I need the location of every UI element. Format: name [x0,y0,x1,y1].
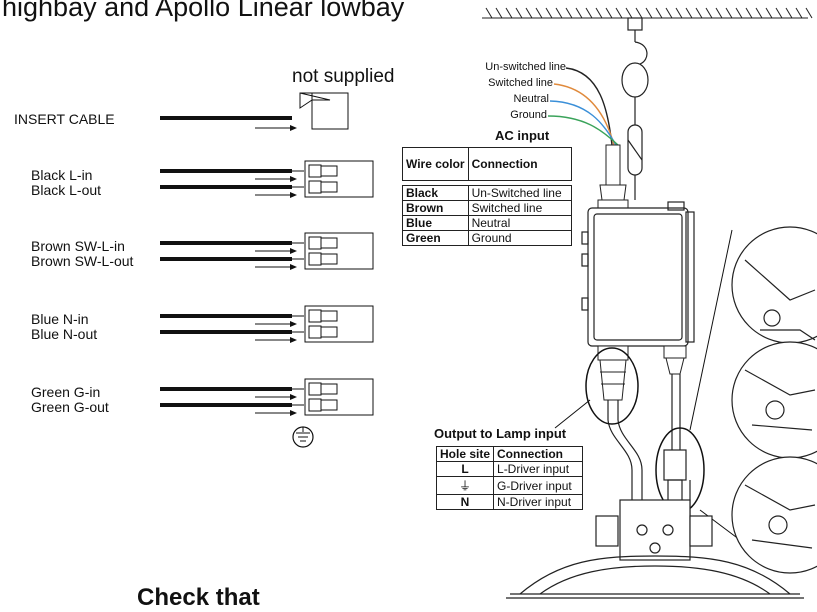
detail-views [731,226,817,574]
table-row: Blue Neutral [402,215,572,231]
insert-cable-label: INSERT CABLE [14,111,115,127]
ground-icon [292,426,314,448]
out-header-connection: Connection [493,446,584,462]
section-heading: Check that [137,584,260,611]
blue-out-label: Blue N-out [31,326,98,342]
ac-header-connection: Connection [467,147,572,181]
brown-out-label: Brown SW-L-out [31,253,134,269]
wire-group [160,305,374,343]
table-row: L L-Driver input [435,461,584,477]
lamp-housing [506,499,804,599]
black-out-label: Black L-out [31,182,102,198]
table-row: ⏚ G-Driver input [435,476,584,495]
blue-in-label: Blue N-in [31,311,89,327]
output-title: Output to Lamp input [434,426,567,441]
insert-cable [160,92,349,131]
junction-box [581,201,695,347]
input-cable [597,144,629,217]
black-in-label: Black L-in [31,167,93,183]
incoming-wires [547,67,619,146]
wire-label-switched: Switched line [488,77,553,89]
green-out-label: Green G-out [31,399,109,415]
output-table: Hole site Connection L L-Driver input ⏚ … [435,446,584,510]
wire-group [160,160,374,198]
wire-group [160,378,374,416]
wire-groups [160,160,374,416]
ceiling [482,7,813,19]
hook-chain [621,17,649,200]
leader-lines [554,229,741,541]
ac-header-color: Wire color [402,147,469,181]
wire-label-ground: Ground [510,109,547,121]
ac-input-table: Wire color Connection Black Un-Switched … [402,147,572,246]
green-in-label: Green G-in [31,384,101,400]
output-glands [597,345,687,401]
brown-in-label: Brown SW-L-in [31,238,125,254]
ac-input-title: AC input [495,128,550,143]
wire-label-neutral: Neutral [513,93,549,105]
table-row: Brown Switched line [402,200,572,216]
table-row: N N-Driver input [435,494,584,510]
page-title: highbay and Apollo Linear lowbay [2,0,405,22]
wire-group [160,232,374,270]
table-row: Black Un-Switched line [402,185,572,201]
table-row: Green Ground [402,230,572,246]
out-header-site: Hole site [435,446,495,462]
not-supplied-label: not supplied [292,66,395,87]
wire-label-unswitched: Un-switched line [485,61,566,73]
